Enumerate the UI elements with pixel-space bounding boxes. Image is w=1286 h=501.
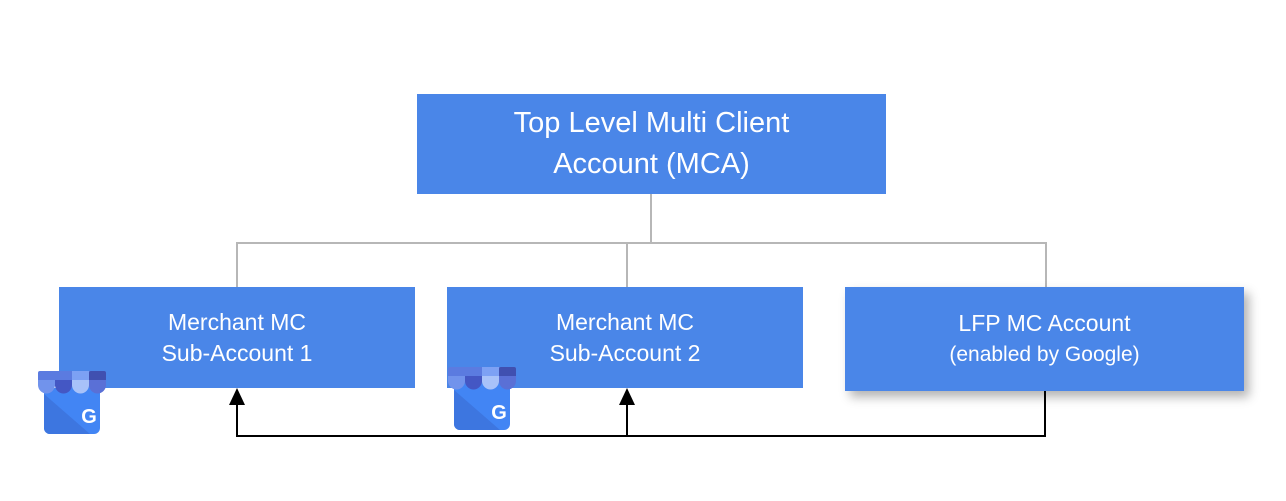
node-lfp-line1: LFP MC Account xyxy=(958,310,1131,336)
node-sub1-line1: Merchant MC xyxy=(167,308,307,335)
node-sub1-line2: Sub-Account 1 xyxy=(161,339,313,366)
arrow-line-up-sub1 xyxy=(236,404,238,437)
google-g-letter: G xyxy=(81,406,97,428)
node-sub2-line2: Sub-Account 2 xyxy=(549,339,701,366)
node-merchant-sub-account-1: Merchant MC Sub-Account 1 xyxy=(59,287,415,388)
connector-drop-sub1 xyxy=(236,243,238,287)
node-lfp-line2: (enabled by Google) xyxy=(949,343,1140,366)
google-my-business-icon: G xyxy=(38,371,106,434)
arrowhead-sub2 xyxy=(619,388,635,405)
google-g-letter: G xyxy=(491,402,507,424)
connector-horizontal-bus xyxy=(236,242,1047,244)
arrow-line-lfp-down xyxy=(1044,391,1046,437)
node-top-level-mca-line1: Top Level Multi Client xyxy=(513,107,790,139)
node-lfp-mc-account: LFP MC Account (enabled by Google) xyxy=(845,287,1244,391)
arrowhead-sub1 xyxy=(229,388,245,405)
connector-drop-lfp xyxy=(1045,243,1047,287)
node-top-level-mca-line2: Account (MCA) xyxy=(553,148,750,180)
node-sub2-line1: Merchant MC xyxy=(555,308,695,335)
google-my-business-icon: G xyxy=(448,367,516,430)
arrow-line-up-sub2 xyxy=(626,404,628,437)
connector-drop-sub2 xyxy=(626,243,628,287)
arrow-line-horizontal xyxy=(236,435,1046,437)
connector-mca-stem xyxy=(650,194,652,243)
node-top-level-mca: Top Level Multi Client Account (MCA) xyxy=(417,94,886,194)
